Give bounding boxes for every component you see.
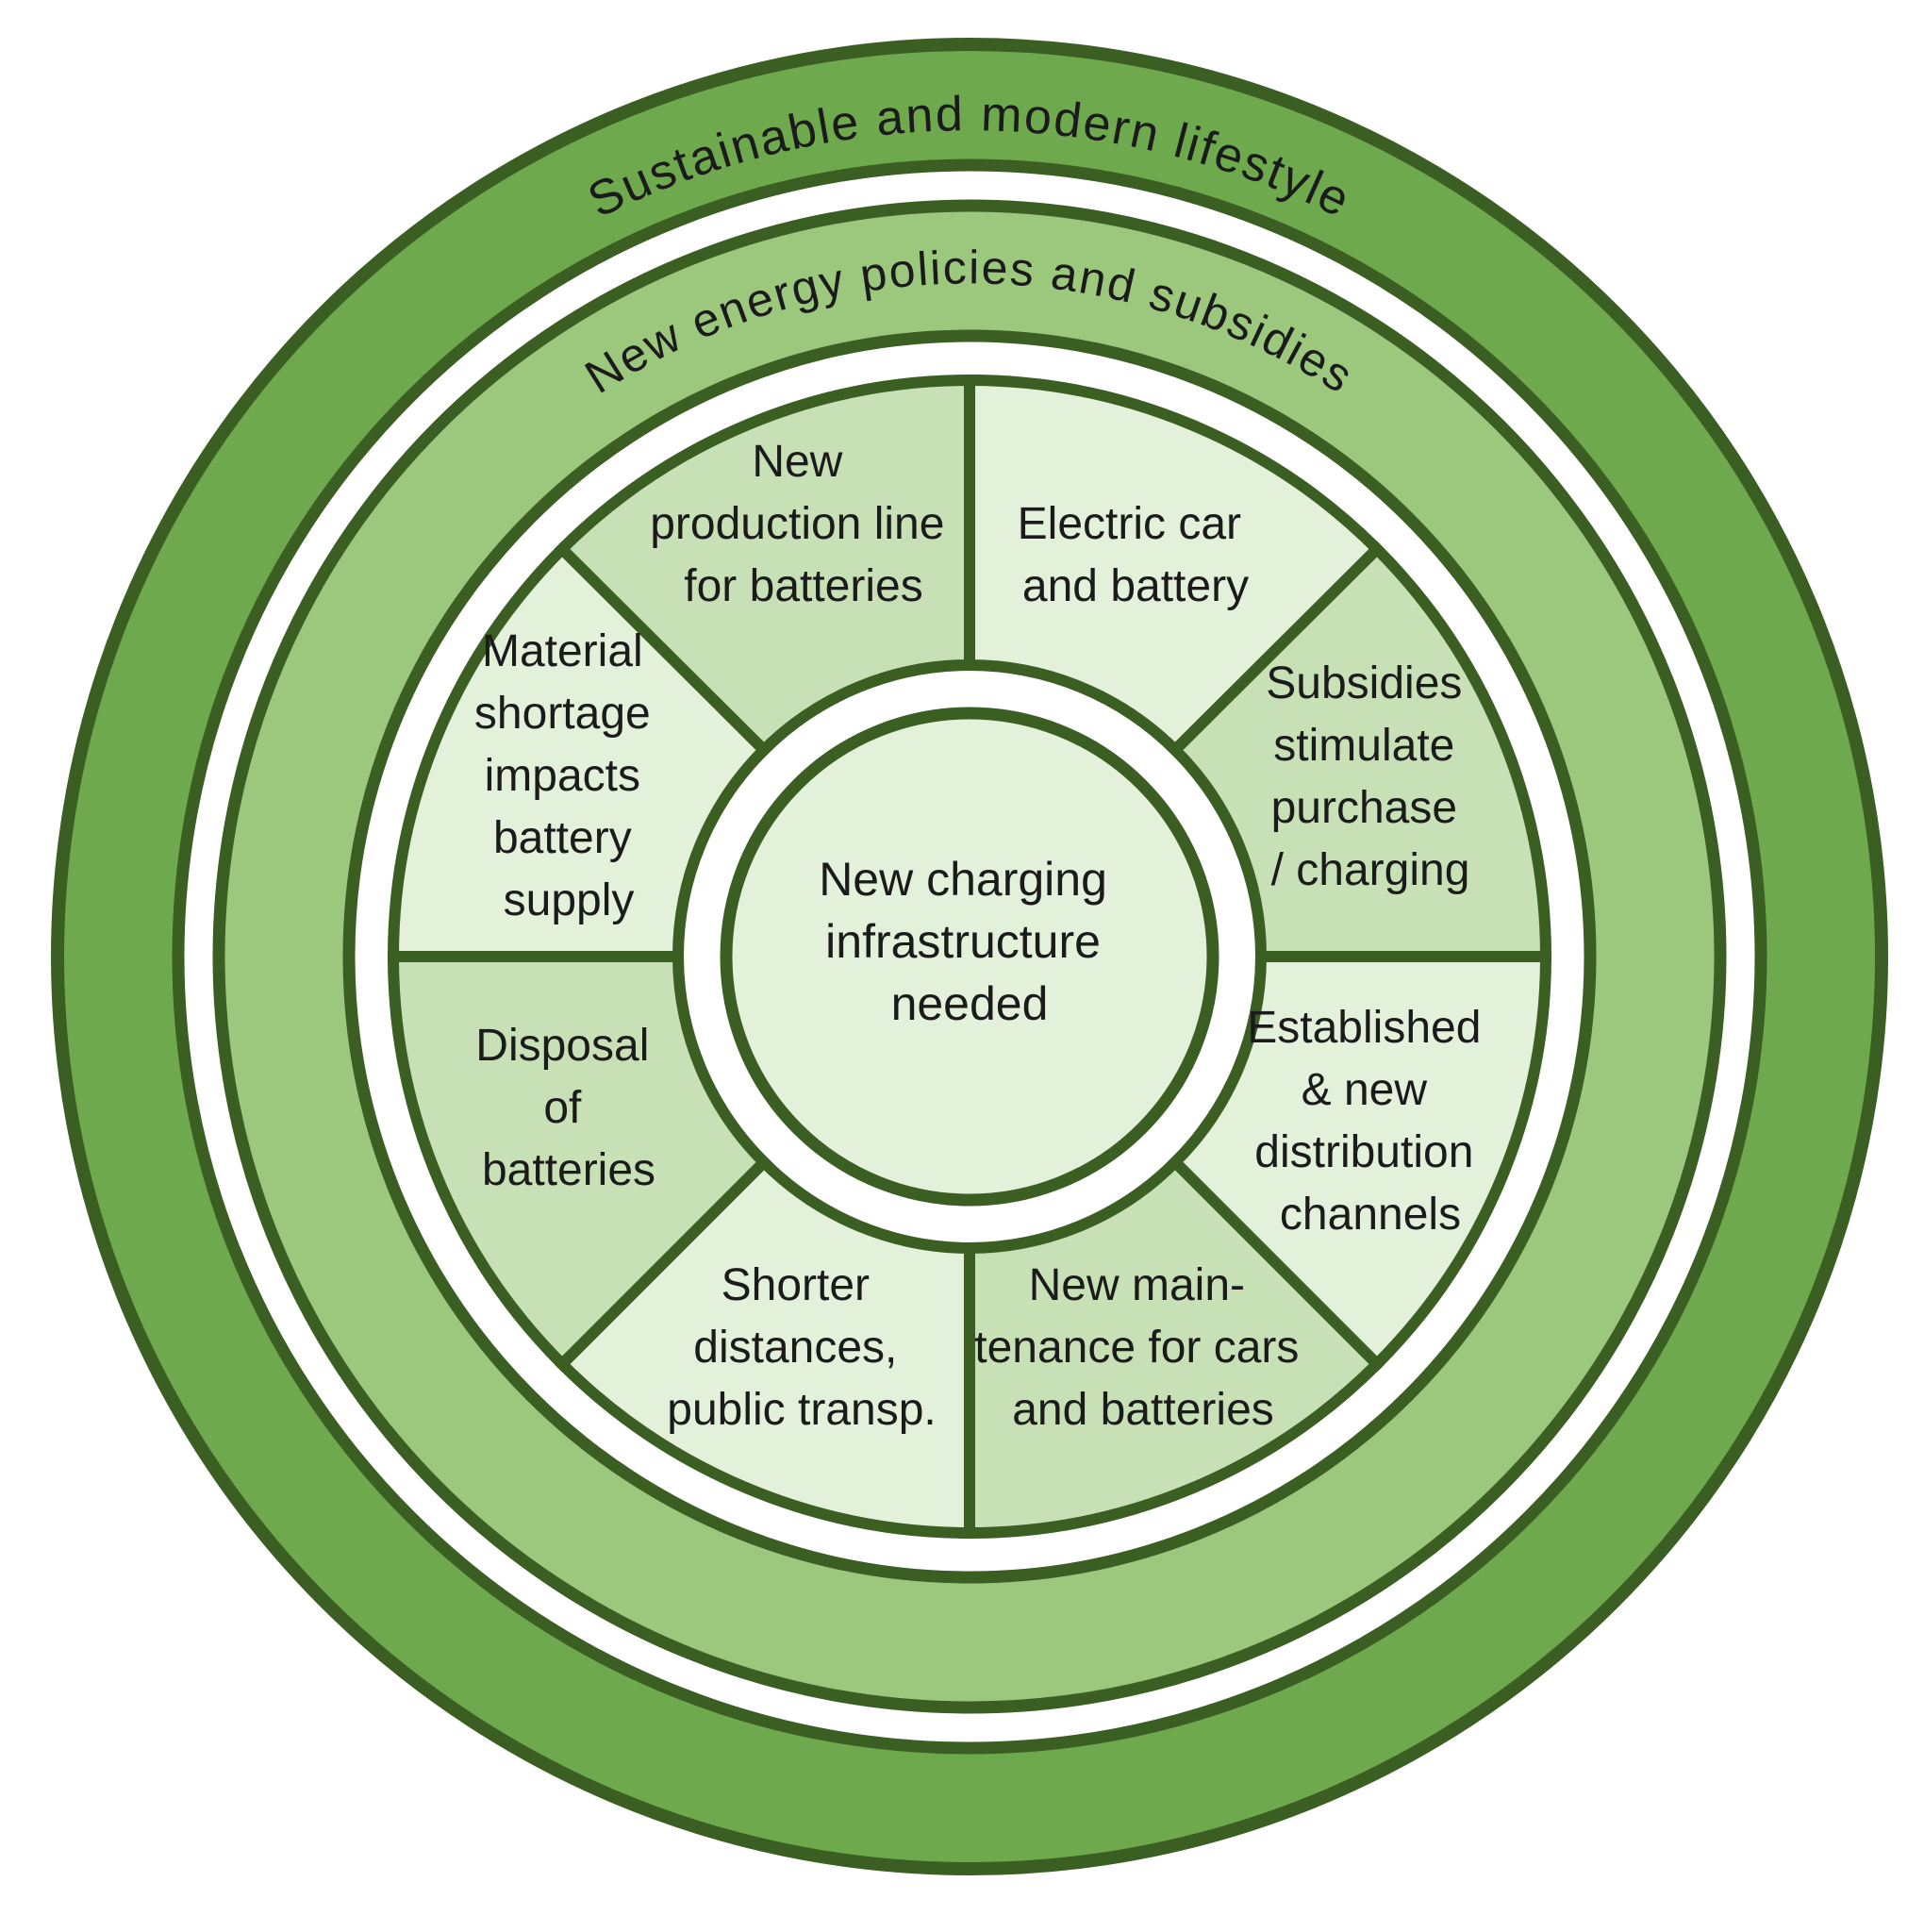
segment-label-line: distances, [693,1323,897,1373]
segment-label-line: public transp. [667,1385,937,1435]
segment-label-line: & new [1302,1065,1428,1115]
segment-label-electric-car-and-battery: Electric car and battery [1018,499,1254,611]
segment-label-line: shortage [474,689,651,739]
segment-label-shorter-distances-public-transport: Shorter distances, public transp. [667,1260,937,1435]
segment-wheel [387,374,1552,1540]
segment-established-and-new-distribution-channels [1167,951,1552,1373]
segment-label-line: and battery [1022,561,1249,611]
segment-label-line: / charging [1271,845,1470,895]
segment-label-line: distribution [1254,1127,1473,1177]
segment-label-subsidies-stimulate-purchase-charging: Subsidies stimulate purchase / charging [1266,658,1474,895]
segment-label-line: stimulate [1273,721,1454,771]
segment-label-line: for batteries [684,561,922,611]
segment-label-line: Shorter [722,1260,870,1310]
hub-circle [720,707,1219,1207]
segment-label-line: Established [1247,1003,1481,1053]
segment-subsidies-stimulate-purchase-charging [1167,541,1552,962]
segment-electric-car-and-battery [964,374,1385,758]
segment-label-line: Material [482,626,643,676]
segment-label-line: channels [1280,1190,1461,1240]
segment-material-shortage-impacts-battery-supply [387,541,772,962]
segment-disposal-of-batteries [387,951,772,1373]
segment-shorter-distances-public-transport [554,1154,975,1540]
segment-label-established-and-new-distribution-channels: Established & new distribution channels [1247,1003,1494,1240]
segment-label-line: impacts [485,751,640,801]
segment-label-disposal-of-batteries: Disposal of batteries [475,1021,661,1195]
segment-new-maintenance-for-cars-and-batteries [964,1154,1385,1540]
segment-label-line: New [752,437,842,487]
hub-label-line: needed [891,977,1049,1030]
segment-label-line: battery [493,813,632,863]
hub-label-line: New charging [819,853,1107,906]
segment-label-line: and batteries [1012,1385,1274,1435]
hub-label-line: infrastructure [825,915,1101,968]
diagram-shapes [51,38,1888,1875]
segment-label-line: purchase [1271,783,1457,833]
segment-label-new-maintenance-for-cars-and-batteries: New main- tenance for cars and batteries [974,1260,1312,1435]
segment-label-material-shortage-impacts-battery-supply: Material shortage impacts battery supply [474,626,663,925]
segment-label-line: batteries [482,1145,655,1195]
segment-label-line: supply [504,875,635,925]
segment-label-line: of [543,1083,582,1133]
segment-label-new-production-line-for-batteries: New production line for batteries [650,437,957,611]
segment-label-line: tenance for cars [974,1323,1299,1373]
segment-label-line: Disposal [475,1021,649,1071]
segment-label-line: production line [650,499,944,549]
segment-label-line: New main- [1029,1260,1245,1310]
segment-new-production-line-for-batteries [554,374,975,758]
segment-label-line: Subsidies [1266,658,1462,708]
hub-label: New charging infrastructure needed [819,853,1120,1030]
segment-label-line: Electric car [1018,499,1241,549]
